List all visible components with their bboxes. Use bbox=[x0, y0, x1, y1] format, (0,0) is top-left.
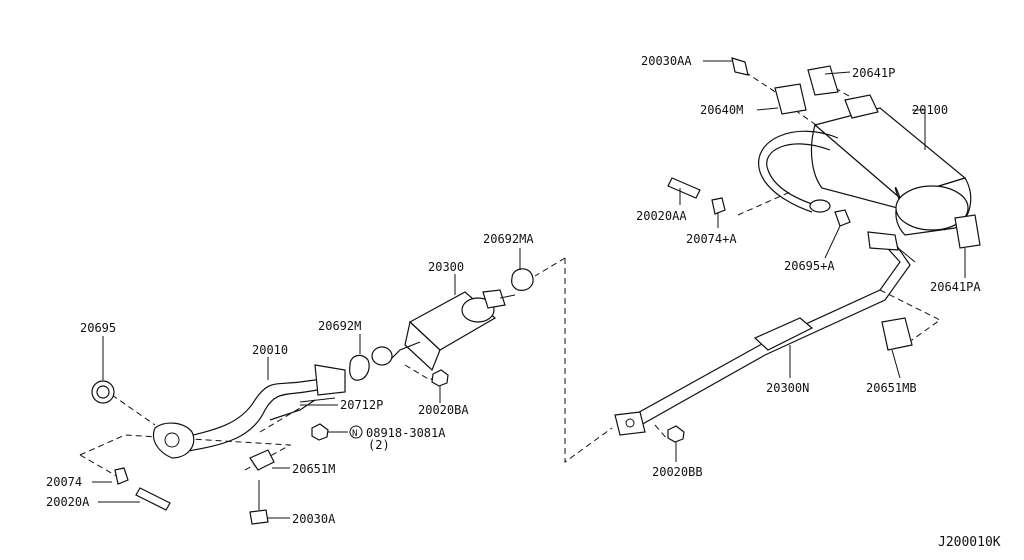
label-08918-qty: (2) bbox=[368, 438, 390, 452]
label-20010: 20010 bbox=[252, 343, 288, 357]
label-20020BA: 20020BA bbox=[418, 403, 469, 417]
label-20712P: 20712P bbox=[340, 398, 383, 412]
leader-lines bbox=[92, 60, 966, 519]
label-20640M: 20640M bbox=[700, 103, 743, 117]
label-20020BB: 20020BB bbox=[652, 465, 703, 479]
label-20030AA: 20030AA bbox=[641, 54, 692, 68]
label-20074: 20074 bbox=[46, 475, 82, 489]
diagram-reference: J200010K bbox=[938, 535, 1001, 550]
label-20692M: 20692M bbox=[318, 319, 361, 333]
front-pipe-20010 bbox=[152, 364, 346, 459]
label-20300N: 20300N bbox=[766, 381, 809, 395]
label-20695A: 20695+A bbox=[784, 259, 835, 273]
nut-symbol: N bbox=[352, 429, 357, 439]
label-20100: 20100 bbox=[912, 103, 948, 117]
rear-muffler-20100 bbox=[758, 94, 972, 236]
label-20641P: 20641P bbox=[852, 66, 895, 80]
small-parts bbox=[91, 57, 981, 525]
label-20695: 20695 bbox=[80, 321, 116, 335]
label-20074A: 20074+A bbox=[686, 232, 737, 246]
center-pipe-20300N bbox=[614, 231, 916, 436]
label-20641PA: 20641PA bbox=[930, 280, 981, 294]
part-labels: 20030AA 20641P 20640M 20100 20020AA 2007… bbox=[46, 54, 1001, 550]
label-20300: 20300 bbox=[428, 260, 464, 274]
label-08918-3081A: 08918-3081A bbox=[366, 426, 446, 440]
nut-symbol-circle bbox=[349, 425, 363, 439]
label-20651MB: 20651MB bbox=[866, 381, 917, 395]
label-20020A: 20020A bbox=[46, 495, 90, 509]
label-20030A: 20030A bbox=[292, 512, 336, 526]
label-20651M: 20651M bbox=[292, 462, 335, 476]
label-20692MA: 20692MA bbox=[483, 232, 534, 246]
label-20020AA: 20020AA bbox=[636, 209, 687, 223]
pre-muffler-20300 bbox=[371, 289, 516, 372]
